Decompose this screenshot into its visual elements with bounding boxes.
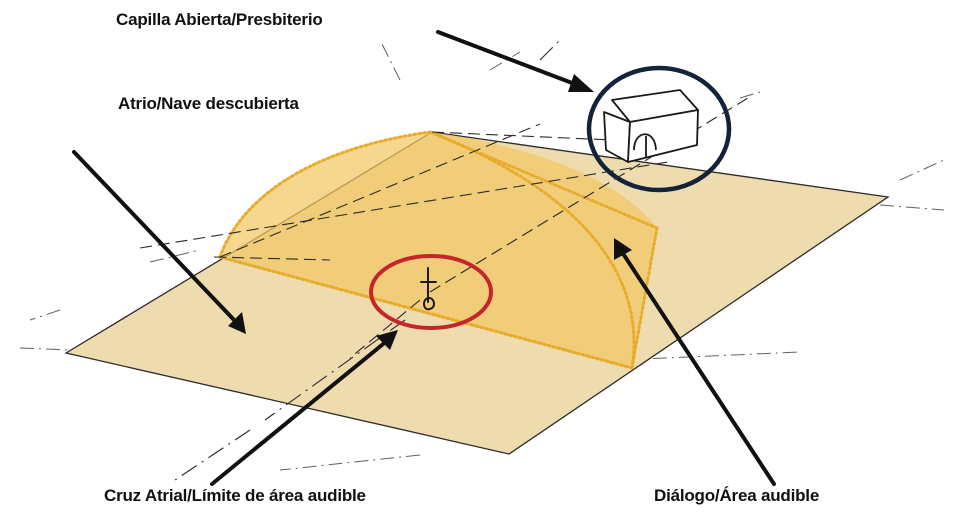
cruz-label: Cruz Atrial/Límite de área audible [104,486,366,505]
capilla-label: Capilla Abierta/Presbiterio [116,10,323,29]
axis-line [174,39,561,481]
audible-dome [220,132,657,368]
dialogo-label: Diálogo/Área audible [654,486,820,505]
chapel-block [603,89,699,163]
construction-lines [19,39,945,471]
pointer-arrows [72,30,776,486]
cross-circle [369,254,493,330]
chapel-circle [586,65,732,193]
atrio-label: Atrio/Nave descubierta [118,94,299,113]
atrial-cross [420,267,437,311]
